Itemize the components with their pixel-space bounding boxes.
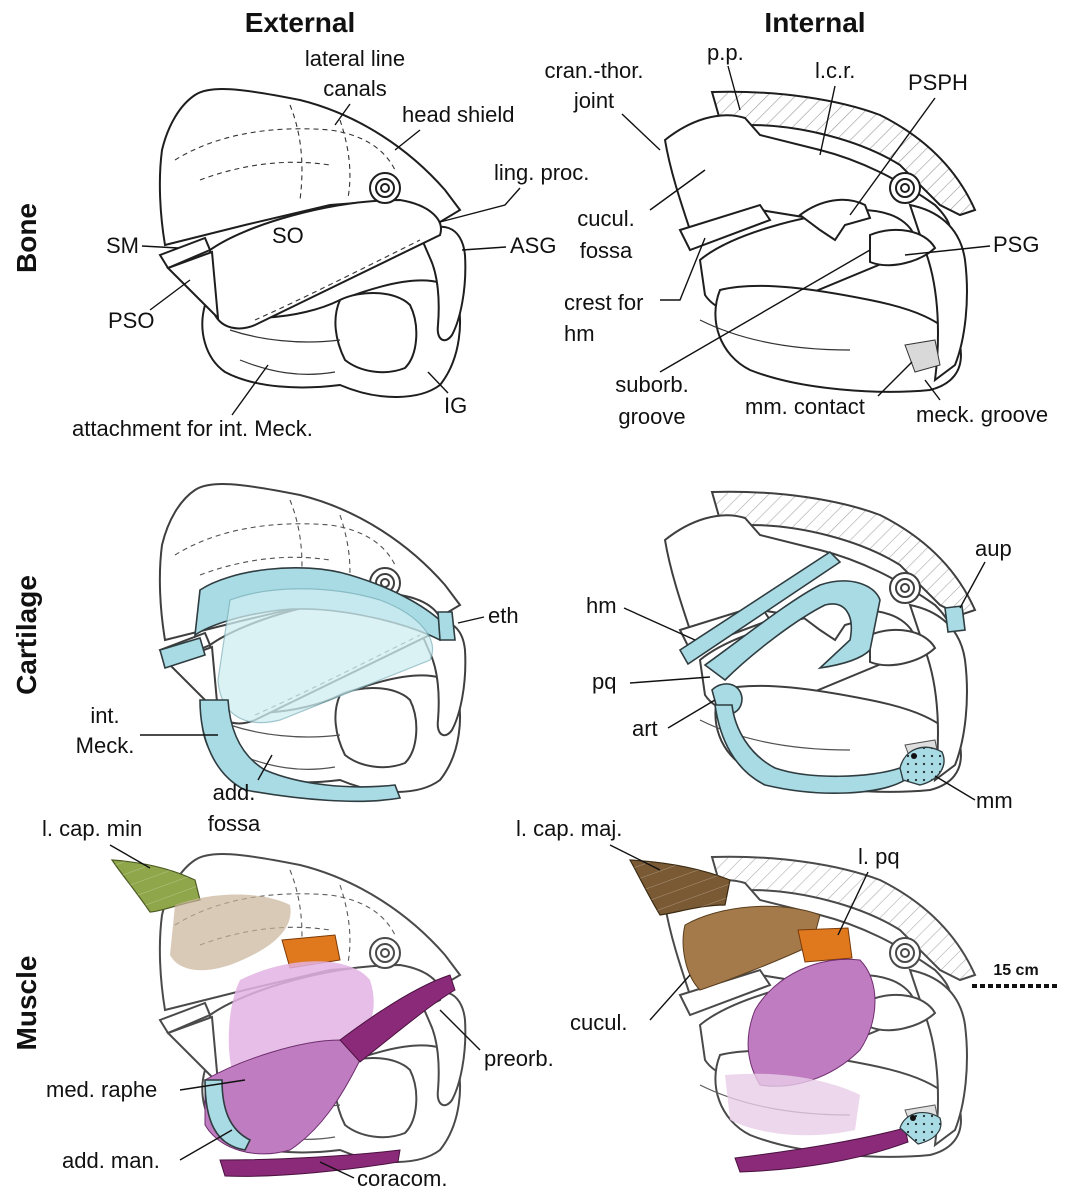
label-cran-thor-joint: joint <box>573 88 614 113</box>
label-cran-thor: cran.-thor. <box>544 58 643 83</box>
label-so: SO <box>272 223 304 248</box>
label-l-pq: l. pq <box>858 844 900 869</box>
label-coracom: coracom. <box>357 1166 447 1191</box>
row-header-cartilage: Cartilage <box>11 575 42 695</box>
label-ling-proc: ling. proc. <box>494 160 589 185</box>
label-sm: SM <box>106 233 139 258</box>
label-int-meck-2: Meck. <box>76 733 135 758</box>
label-add-fossa: add. <box>213 780 256 805</box>
label-art: art <box>632 716 658 741</box>
label-crest-for: crest for <box>564 290 643 315</box>
label-mm: mm <box>976 788 1013 813</box>
label-ig: IG <box>444 393 467 418</box>
label-cucul-fossa: cucul. <box>577 206 634 231</box>
cartilage-meckel-ext <box>199 699 402 803</box>
label-preorb: preorb. <box>484 1046 554 1071</box>
label-add-man: add. man. <box>62 1148 160 1173</box>
label-l-cap-maj: l. cap. maj. <box>516 816 622 841</box>
skull-internal <box>664 90 976 393</box>
muscle-external-labels: l. cap. min preorb. med. raphe add. man.… <box>42 816 554 1191</box>
row-header-muscle: Muscle <box>11 956 42 1051</box>
label-pso: PSO <box>108 308 154 333</box>
muscle-cucullaris-ext <box>170 894 291 971</box>
label-hm: hm <box>586 593 617 618</box>
cartilage-internal-drawing <box>664 490 976 794</box>
row-header-bone: Bone <box>11 203 42 273</box>
cartilage-internal-labels: aup hm pq art mm <box>586 536 1013 813</box>
muscle-adductor-int <box>747 958 876 1087</box>
label-lateral-line-canals: canals <box>323 76 387 101</box>
bone-external-drawing <box>158 87 467 399</box>
cartilage-palatoquadrate-int <box>703 580 881 682</box>
label-pq: pq <box>592 669 616 694</box>
label-suborb-groove: groove <box>618 404 685 429</box>
label-l-cap-min: l. cap. min <box>42 816 142 841</box>
muscle-internal-drawing <box>628 855 976 1173</box>
muscle-coracomandibularis-ext <box>219 1149 401 1177</box>
muscle-internal-labels: l. cap. maj. l. pq cucul. <box>516 816 900 1035</box>
label-lcr: l.c.r. <box>815 58 855 83</box>
label-cucul: cucul. <box>570 1010 627 1035</box>
label-attachment-int-meck: attachment for int. Meck. <box>72 416 313 441</box>
label-int-meck: int. <box>90 703 119 728</box>
label-psg: PSG <box>993 232 1039 257</box>
label-suborb: suborb. <box>615 372 688 397</box>
label-add-fossa-2: fossa <box>208 811 261 836</box>
muscle-adductor-mandibulae <box>204 1039 361 1155</box>
scale-bar: 15 cm <box>972 962 1060 988</box>
muscle-levator-pq-ext <box>281 934 341 969</box>
label-crest-hm: hm <box>564 321 595 346</box>
label-med-raphe: med. raphe <box>46 1077 157 1102</box>
label-lateral-line: lateral line <box>305 46 405 71</box>
label-cucul-fossa-2: fossa <box>580 238 633 263</box>
label-pp: p.p. <box>707 40 744 65</box>
label-aup: aup <box>975 536 1012 561</box>
label-meck-groove: meck. groove <box>916 402 1048 427</box>
scale-bar-label: 15 cm <box>993 962 1038 979</box>
muscle-levator-pq-int <box>797 927 853 963</box>
label-psph: PSPH <box>908 70 968 95</box>
column-header-external: External <box>245 7 356 38</box>
cartilage-autopalatine <box>944 605 966 633</box>
label-asg: ASG <box>510 233 556 258</box>
cartilage-external-labels: eth int. Meck. add. fossa <box>76 603 519 836</box>
muscle-external-drawing <box>110 852 467 1177</box>
skull-external <box>158 87 467 399</box>
bone-internal-labels: cran.-thor. joint p.p. l.c.r. PSPH cucul… <box>544 40 1048 429</box>
cartilage-ethmoid <box>437 611 456 641</box>
label-mm-contact: mm. contact <box>745 394 865 419</box>
muscle-preorbitalis <box>339 974 456 1063</box>
muscle-coracomandibularis-int <box>734 1127 909 1173</box>
cartilage-mentomandibular <box>899 746 945 786</box>
bone-external-labels: lateral line canals head shield ling. pr… <box>72 46 589 441</box>
muscle-cucullaris-int <box>682 905 821 991</box>
label-eth: eth <box>488 603 519 628</box>
column-header-internal: Internal <box>764 7 865 38</box>
bone-internal-drawing <box>664 90 976 393</box>
cartilage-hyomandibula <box>678 550 842 666</box>
cartilage-external-drawing <box>158 482 467 803</box>
label-head-shield: head shield <box>402 102 515 127</box>
